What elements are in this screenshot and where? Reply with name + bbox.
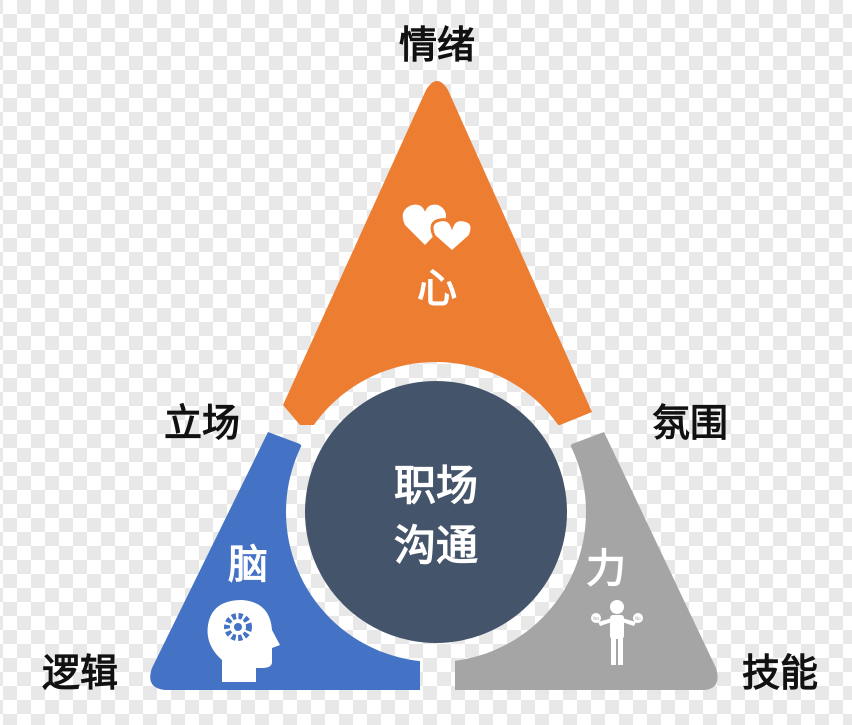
segment-strength-label: 力 <box>586 546 626 592</box>
label-lower-right: 技能 <box>742 651 818 695</box>
label-lower-left: 逻辑 <box>42 651 118 695</box>
center-line1: 职场 <box>394 461 478 510</box>
segment-brain-label: 脑 <box>228 542 268 588</box>
center-circle <box>305 381 567 643</box>
center-line2: 沟通 <box>394 521 478 570</box>
head-gear-icon <box>207 600 280 682</box>
segment-heart <box>283 81 592 425</box>
label-upper-left: 立场 <box>164 401 240 445</box>
segment-heart-label: 心 <box>417 266 457 312</box>
yes-text: Yes <box>592 616 599 621</box>
segment-strength <box>455 432 718 690</box>
label-upper-right: 氛围 <box>652 401 728 445</box>
person-yes-no-icon: Yes No <box>591 600 643 665</box>
no-text: No <box>635 616 641 621</box>
hearts-icon <box>402 204 474 255</box>
label-top: 情绪 <box>399 23 475 67</box>
